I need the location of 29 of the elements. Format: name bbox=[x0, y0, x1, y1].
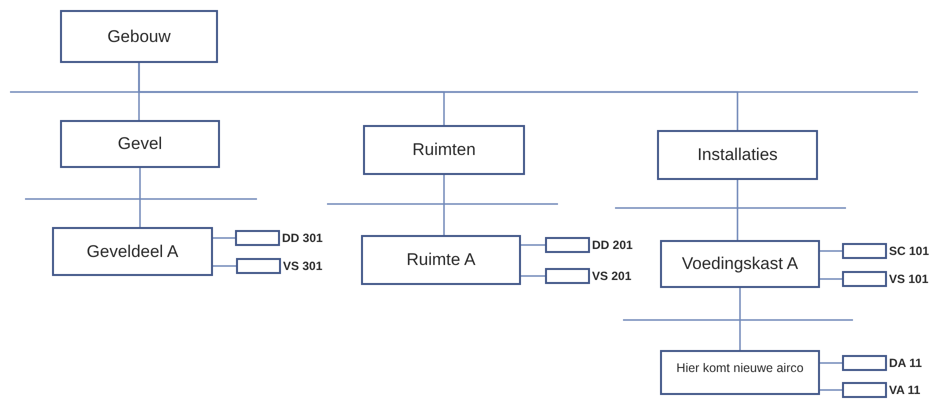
connector-line bbox=[820, 389, 842, 391]
connector-line bbox=[139, 168, 141, 227]
box-label: VS 301 bbox=[283, 259, 322, 273]
box-label: VA 11 bbox=[889, 383, 920, 397]
box-label: DD 301 bbox=[282, 231, 323, 245]
component-box: Geveldeel A bbox=[52, 227, 213, 276]
component-box: Hier komt nieuwe airco bbox=[660, 350, 820, 395]
component-box: Voedingskast A bbox=[660, 240, 820, 288]
component-box: Ruimte A bbox=[361, 235, 521, 285]
connector-line bbox=[138, 63, 738, 130]
box-label: DA 11 bbox=[889, 356, 922, 370]
box-label: SC 101 bbox=[889, 244, 930, 258]
connector-line bbox=[213, 265, 236, 267]
box-label: VS 201 bbox=[592, 269, 632, 283]
box-label: VS 101 bbox=[889, 272, 928, 286]
component-box: Gebouw bbox=[60, 10, 218, 63]
connector-line bbox=[820, 362, 842, 364]
component-box: Installaties bbox=[657, 130, 818, 180]
component-box: Gevel bbox=[60, 120, 220, 168]
connector-line bbox=[443, 175, 445, 235]
component-box: Ruimten bbox=[363, 125, 525, 175]
connector-line bbox=[521, 275, 545, 277]
connector-line bbox=[213, 237, 235, 239]
connector-line bbox=[820, 250, 842, 252]
connector-line bbox=[736, 180, 738, 240]
box-label: DD 201 bbox=[592, 238, 633, 252]
connector-line bbox=[739, 288, 741, 350]
connector-line bbox=[521, 244, 545, 246]
connector-line bbox=[820, 278, 842, 280]
